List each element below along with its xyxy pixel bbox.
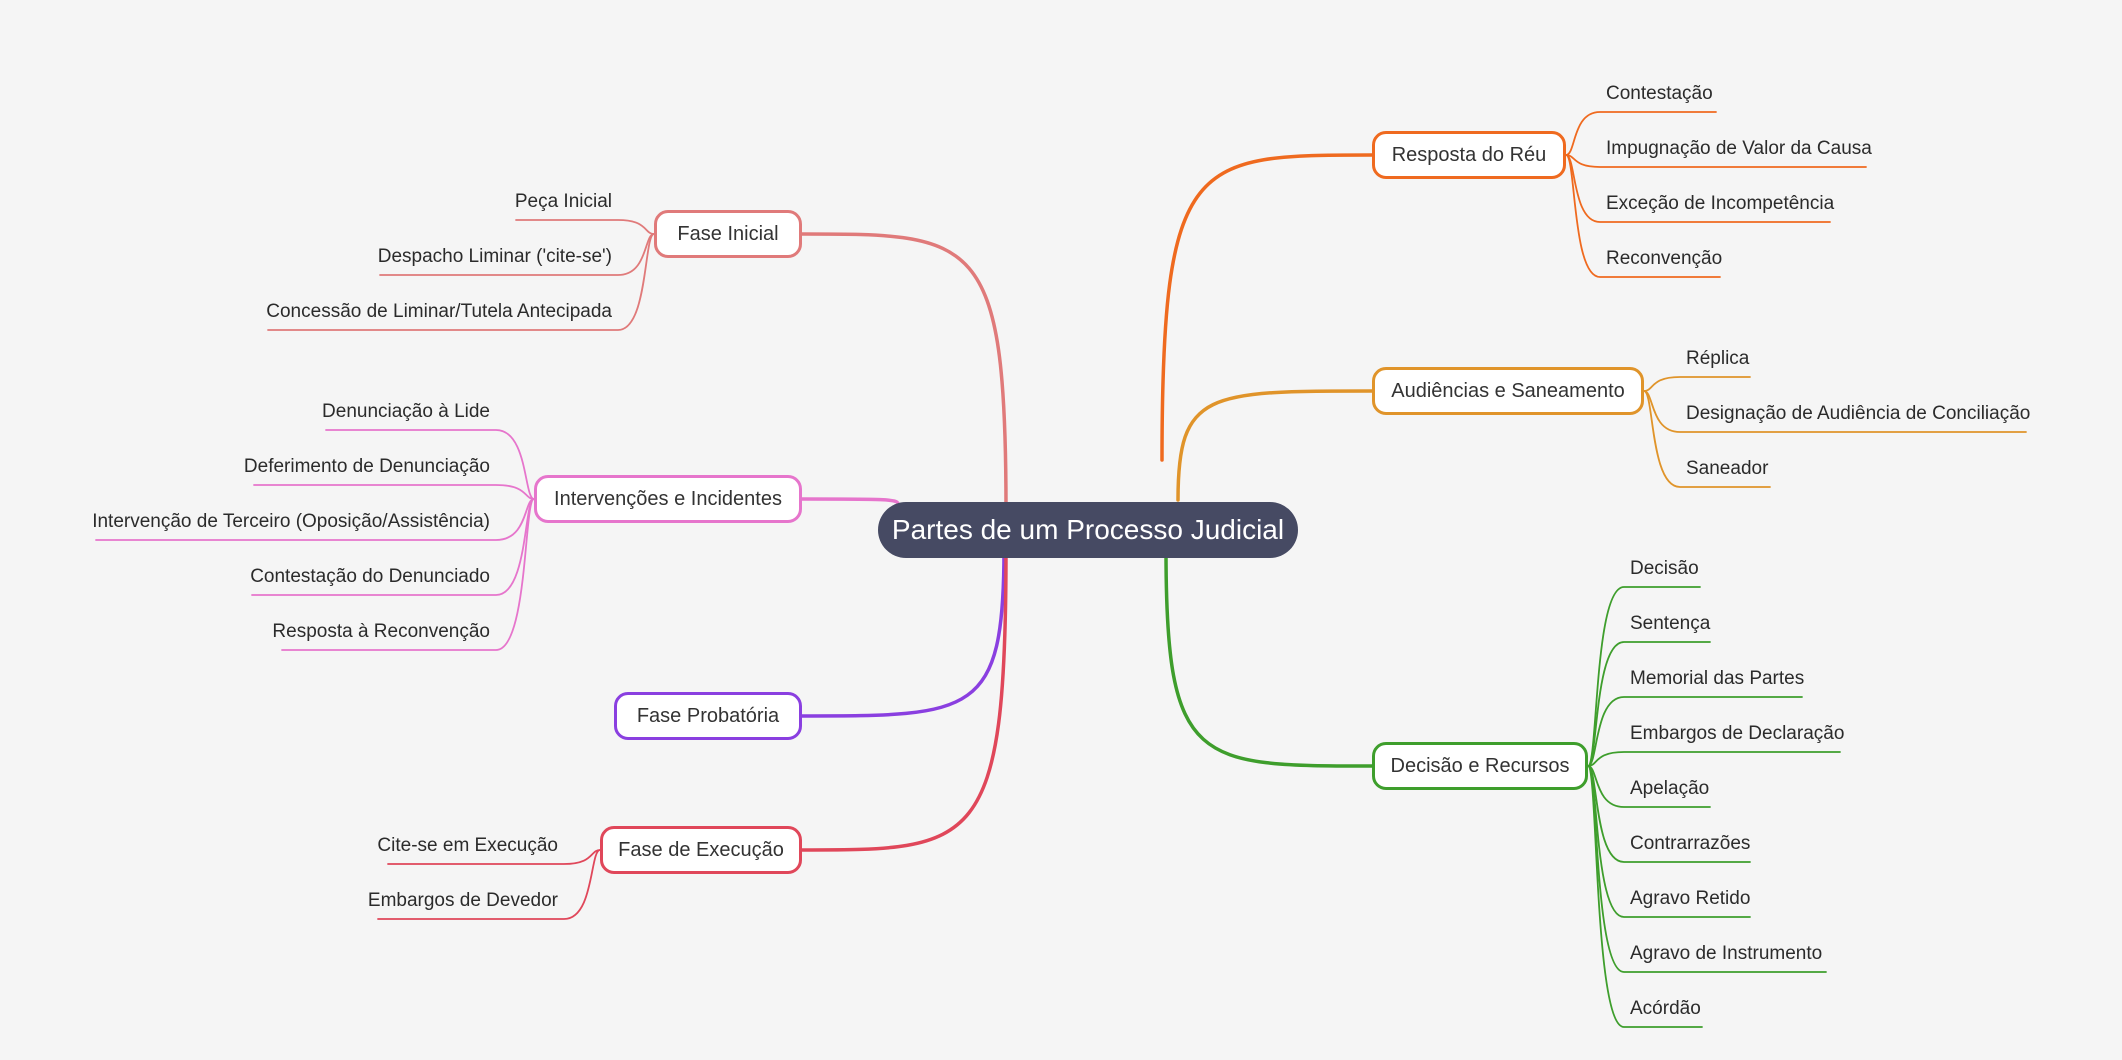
leaf-inicial-2[interactable]: Concessão de Liminar/Tutela Antecipada (266, 301, 612, 322)
leaf-connector-decisao-3 (1587, 751, 1841, 767)
leaf-connector-resposta-1 (1565, 154, 1867, 168)
branch-fase-inicial[interactable]: Fase Inicial (654, 210, 802, 258)
leaf-connector-intervencoes-4 (281, 498, 535, 651)
leaf-resposta-0[interactable]: Contestação (1606, 83, 1713, 104)
leaf-intervencoes-1[interactable]: Deferimento de Denunciação (243, 456, 490, 477)
connector-decisao (1164, 550, 1374, 768)
leaf-decisao-4[interactable]: Apelação (1630, 778, 1710, 799)
leaf-intervencoes-0[interactable]: Denunciação à Lide (322, 401, 490, 422)
leaf-decisao-1[interactable]: Sentença (1630, 613, 1711, 634)
leaf-resposta-3[interactable]: Reconvenção (1606, 248, 1723, 269)
leaf-decisao-5[interactable]: Contrarrazões (1630, 833, 1751, 854)
leaf-connector-resposta-0 (1565, 111, 1717, 156)
connector-audiencias (1176, 389, 1374, 502)
leaf-audiencias-0[interactable]: Réplica (1686, 348, 1750, 369)
branch-decisao-e-recursos[interactable]: Decisão e Recursos (1372, 742, 1588, 790)
connector-execucao (800, 550, 1008, 852)
leaf-audiencias-2[interactable]: Saneador (1686, 458, 1769, 479)
leaf-decisao-2[interactable]: Memorial das Partes (1630, 668, 1805, 689)
leaf-execucao-0[interactable]: Cite-se em Execução (377, 835, 558, 856)
leaf-connector-decisao-8 (1587, 765, 1703, 1028)
leaf-decisao-0[interactable]: Decisão (1630, 558, 1699, 579)
leaf-inicial-1[interactable]: Despacho Liminar ('cite-se') (377, 246, 612, 267)
leaf-intervencoes-4[interactable]: Resposta à Reconvenção (272, 621, 490, 642)
leaf-decisao-7[interactable]: Agravo de Instrumento (1630, 943, 1823, 964)
central-topic[interactable]: Partes de um Processo Judicial (878, 502, 1298, 558)
leaf-connector-decisao-2 (1587, 696, 1803, 767)
leaf-decisao-3[interactable]: Embargos de Declaração (1630, 723, 1845, 744)
leaf-connector-execucao-1 (377, 849, 601, 920)
leaf-connector-audiencias-2 (1643, 390, 1771, 488)
leaf-resposta-1[interactable]: Impugnação de Valor da Causa (1606, 138, 1872, 159)
branch-resposta-do-reu[interactable]: Resposta do Réu (1372, 131, 1566, 179)
branch-fase-probatoria[interactable]: Fase Probatória (614, 692, 802, 740)
leaf-decisao-8[interactable]: Acórdão (1630, 998, 1701, 1019)
leaf-intervencoes-2[interactable]: Intervenção de Terceiro (Oposição/Assist… (92, 511, 490, 532)
leaf-connector-inicial-2 (267, 233, 655, 331)
leaf-inicial-0[interactable]: Peça Inicial (514, 191, 612, 212)
leaf-connector-intervencoes-1 (253, 484, 535, 500)
leaf-execucao-1[interactable]: Embargos de Devedor (367, 890, 558, 911)
leaf-resposta-2[interactable]: Exceção de Incompetência (1606, 193, 1835, 214)
leaf-decisao-6[interactable]: Agravo Retido (1630, 888, 1751, 909)
leaf-connector-intervencoes-0 (325, 429, 535, 500)
connector-intervencoes (800, 497, 900, 506)
connector-probatoria (800, 548, 1006, 718)
leaf-connector-execucao-0 (387, 849, 601, 865)
connector-resposta (1160, 153, 1374, 462)
branch-audiencias-e-saneamento[interactable]: Audiências e Saneamento (1372, 367, 1644, 415)
leaf-intervencoes-3[interactable]: Contestação do Denunciado (250, 566, 490, 587)
branch-intervencoes-e-incidentes[interactable]: Intervenções e Incidentes (534, 475, 802, 523)
leaf-connector-inicial-0 (515, 219, 655, 235)
leaf-audiencias-1[interactable]: Designação de Audiência de Conciliação (1686, 403, 2031, 424)
connector-inicial (800, 232, 1008, 510)
leaf-connector-resposta-3 (1565, 154, 1721, 278)
leaf-connector-audiencias-0 (1643, 376, 1751, 392)
branch-fase-de-execucao[interactable]: Fase de Execução (600, 826, 802, 874)
